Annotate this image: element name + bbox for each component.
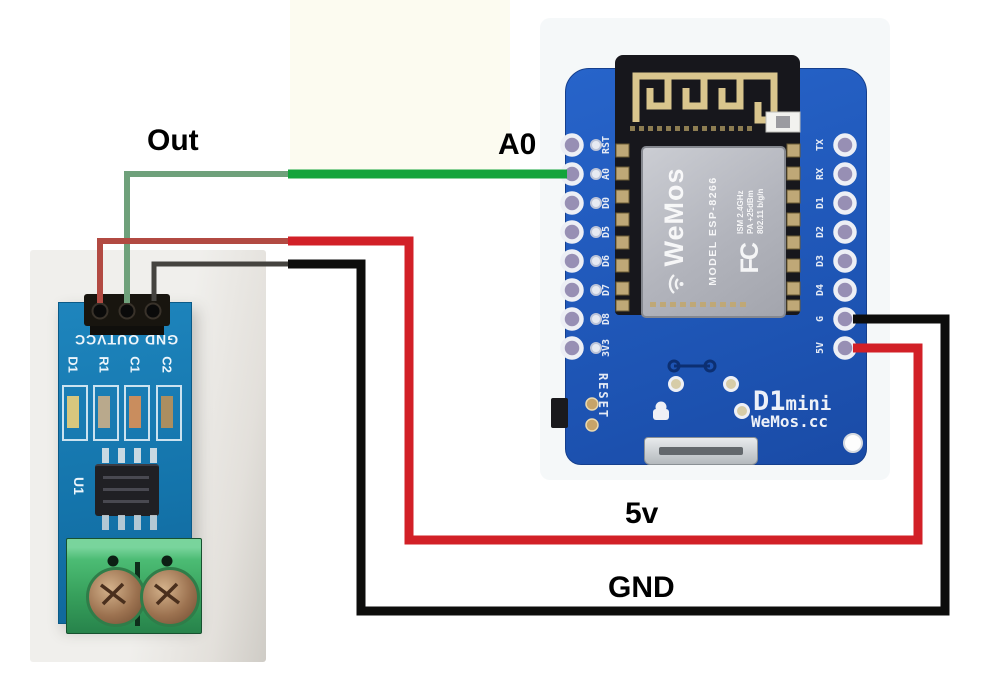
pin-label-tx: TX (815, 138, 826, 152)
shield-model: MODEL ESP-8266 (707, 176, 719, 286)
pin-label-5v: 5V (815, 341, 826, 355)
pin-label-d1: D1 (815, 196, 826, 210)
shield-specs: ISM 2.4GHz PA +25dBm 802.11 b/g/n (736, 189, 765, 234)
esp-metal-shield: WeMos MODEL ESP-8266 FC ISM 2.4GHz PA +2… (641, 146, 786, 318)
component-label-c1: C1 (127, 356, 143, 373)
fcc-mark: FC (736, 244, 764, 274)
component-label-r1: R1 (96, 356, 112, 373)
sensor-silkscreen-pin-names: GND OUTVCC (73, 332, 179, 348)
pin-label-d7: D7 (601, 283, 612, 297)
component-d1 (62, 385, 88, 441)
spec-ism: ISM 2.4GHz (736, 190, 745, 235)
shield-markings: WeMos MODEL ESP-8266 FC ISM 2.4GHz PA +2… (642, 147, 782, 315)
pin-label-a0: A0 (601, 167, 612, 181)
pin-label-d2: D2 (815, 225, 826, 239)
smd-diode (67, 396, 79, 428)
pin-label-d3: D3 (815, 254, 826, 268)
terminal-screw-right (140, 567, 200, 627)
sensor-pin-header-base (90, 326, 164, 335)
smd-capacitor-2 (161, 396, 173, 428)
brand-row: WeMos (659, 168, 690, 295)
shield-brand: WeMos (659, 167, 689, 267)
wifi-icon (668, 273, 683, 294)
pin-label-d8: D8 (601, 312, 612, 326)
label-gnd: GND (608, 571, 675, 604)
component-r1 (93, 385, 119, 441)
label-5v: 5v (625, 497, 659, 530)
label-a0: A0 (498, 128, 537, 161)
component-c1 (124, 385, 150, 441)
pin-label-d5: D5 (601, 225, 612, 239)
reset-silkscreen: RESET (596, 372, 610, 420)
component-label-c2: C2 (159, 356, 175, 373)
terminal-screw-left (86, 567, 146, 627)
board-site: WeMos.cc (751, 412, 829, 431)
pin-label-d6: D6 (601, 254, 612, 268)
highlight-region (290, 0, 510, 176)
pin-label-d4: D4 (815, 283, 826, 297)
micro-usb-port (644, 437, 758, 465)
sensor-pin-header (84, 294, 170, 326)
spec-80211: 802.11 b/g/n (756, 188, 765, 235)
reset-button[interactable] (551, 398, 568, 428)
smd-capacitor-1 (129, 396, 141, 428)
cert-row: FC ISM 2.4GHz PA +25dBm 802.11 b/g/n (736, 189, 765, 274)
spec-pa: PA +25dBm (746, 190, 755, 235)
acs712-ic (95, 464, 159, 516)
ic-label: U1 (71, 477, 87, 495)
pin-label-rx: RX (815, 167, 826, 181)
pin-label-g: G (815, 315, 826, 323)
component-label-d1: D1 (65, 356, 81, 373)
pin-label-d0: D0 (601, 196, 612, 210)
smd-resistor (98, 396, 110, 428)
pin-label-rst: RST (601, 135, 612, 155)
label-out: Out (147, 124, 199, 157)
pin-label-3v3: 3V3 (601, 338, 612, 358)
component-c2 (156, 385, 182, 441)
